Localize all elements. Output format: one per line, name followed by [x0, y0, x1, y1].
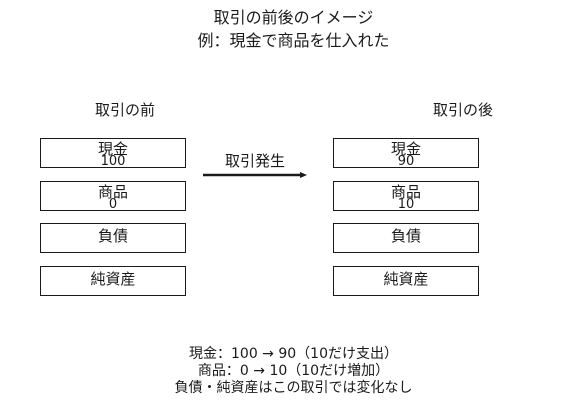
before-liabilities-box: 負債 — [40, 223, 186, 253]
after-equity-label: 純資産 — [383, 270, 429, 288]
transaction-arrow — [203, 172, 307, 178]
arrow-head — [300, 172, 307, 178]
before-equity-box: 純資産 — [40, 266, 186, 296]
before-heading: 取引の前 — [94, 101, 155, 119]
summary-unchanged: 負債・純資産はこの取引では変化なし — [174, 380, 413, 396]
after-goods-label: 商品 — [390, 183, 421, 201]
after-cash-value: 90 — [397, 154, 415, 169]
after-liabilities-box: 負債 — [333, 223, 479, 253]
before-cash-box: 現金 100 — [40, 138, 186, 168]
before-goods-value: 0 — [108, 197, 118, 212]
diagram-title: 取引の前後のイメージ — [213, 8, 374, 27]
after-heading: 取引の後 — [432, 101, 493, 119]
transaction-label: 取引発生 — [224, 152, 285, 170]
before-liabilities-label: 負債 — [97, 227, 128, 245]
after-liabilities-label: 負債 — [390, 227, 421, 245]
before-cash-value: 100 — [100, 154, 126, 169]
after-cash-box: 現金 90 — [333, 138, 479, 168]
summary-cash: 現金：100 → 90（10だけ支出） — [189, 346, 398, 362]
diagram-subtitle: 例：現金で商品を仕入れた — [197, 31, 390, 50]
before-cash-label: 現金 — [97, 140, 128, 158]
before-goods-label: 商品 — [97, 183, 128, 201]
after-goods-value: 10 — [397, 197, 415, 212]
summary-goods: 商品：0 → 10（10だけ増加） — [197, 363, 390, 379]
after-goods-box: 商品 10 — [333, 181, 479, 211]
after-cash-label: 現金 — [390, 140, 421, 158]
before-goods-box: 商品 0 — [40, 181, 186, 211]
after-equity-box: 純資産 — [333, 266, 479, 296]
before-equity-label: 純資産 — [90, 270, 136, 288]
